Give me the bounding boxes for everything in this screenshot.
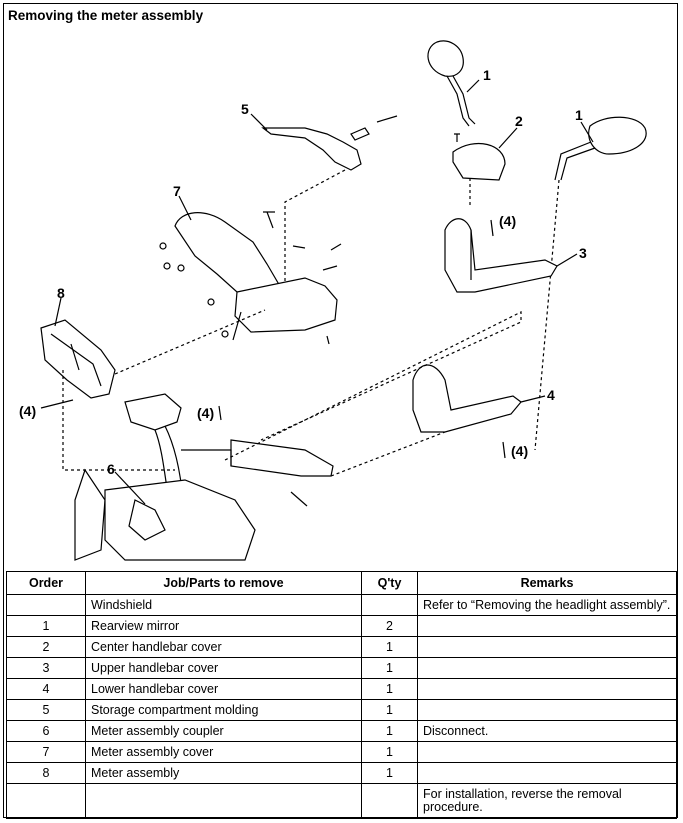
table-row: 3 Upper handlebar cover 1 — [6, 657, 677, 679]
row-order: 6 — [6, 720, 86, 742]
table-header-row: Order Job/Parts to remove Q'ty Remarks — [6, 571, 677, 595]
parts-table: Order Job/Parts to remove Q'ty Remarks W… — [6, 571, 677, 819]
callout-5: 5 — [241, 101, 249, 117]
row-job: Lower handlebar cover — [85, 678, 362, 700]
lower-handlebar-cover — [412, 364, 522, 459]
row-job: Storage compartment molding — [85, 699, 362, 721]
row-job — [85, 783, 362, 819]
row-remarks — [417, 678, 677, 700]
table-row: For installation, reverse the removal pr… — [6, 783, 677, 819]
row-remarks — [417, 699, 677, 721]
row-remarks — [417, 762, 677, 784]
row-remarks — [417, 636, 677, 658]
installation-note: For installation, reverse the removal pr… — [423, 787, 622, 814]
qty-callout-handlebar: (4) — [197, 405, 214, 421]
rearview-mirror-right — [534, 116, 647, 451]
row-remarks — [417, 657, 677, 679]
rearview-mirror-left — [427, 40, 476, 127]
row-qty: 2 — [361, 615, 418, 637]
table-row: 6 Meter assembly coupler 1 Disconnect. — [6, 720, 677, 742]
row-order: 5 — [6, 699, 86, 721]
row-order — [6, 594, 86, 616]
callout-8: 8 — [57, 285, 65, 301]
storage-compartment-molding — [261, 115, 398, 330]
row-qty: 1 — [361, 720, 418, 742]
row-qty — [361, 783, 418, 819]
center-handlebar-cover — [452, 133, 506, 205]
row-qty: 1 — [361, 657, 418, 679]
header-job: Job/Parts to remove — [85, 571, 362, 595]
row-job: Center handlebar cover — [85, 636, 362, 658]
row-order — [6, 783, 86, 819]
row-order: 7 — [6, 741, 86, 763]
table-row: 4 Lower handlebar cover 1 — [6, 678, 677, 700]
upper-handlebar-cover — [444, 218, 558, 293]
handlebar-assembly — [74, 311, 522, 561]
callout-6: 6 — [107, 461, 115, 477]
row-qty: 1 — [361, 636, 418, 658]
row-qty: 1 — [361, 762, 418, 784]
qty-callout-meter: (4) — [19, 403, 36, 419]
row-order: 8 — [6, 762, 86, 784]
qty-callout-upper: (4) — [499, 213, 516, 229]
row-qty: 1 — [361, 699, 418, 721]
table-row: 5 Storage compartment molding 1 — [6, 699, 677, 721]
callout-1a: 1 — [483, 67, 491, 83]
row-remarks — [417, 615, 677, 637]
row-job: Windshield — [85, 594, 362, 616]
meter-assembly — [40, 309, 266, 471]
row-remarks: For installation, reverse the removal pr… — [417, 783, 677, 819]
table-row: 7 Meter assembly cover 1 — [6, 741, 677, 763]
row-remarks: Refer to “Removing the headlight assembl… — [417, 594, 677, 616]
row-order: 3 — [6, 657, 86, 679]
qty-callout-lower: (4) — [511, 443, 528, 459]
table-row: 8 Meter assembly 1 — [6, 762, 677, 784]
row-job: Rearview mirror — [85, 615, 362, 637]
row-order: 4 — [6, 678, 86, 700]
manual-page: Removing the meter assembly — [3, 3, 678, 819]
header-remarks: Remarks — [417, 571, 677, 595]
row-order: 2 — [6, 636, 86, 658]
exploded-diagram: 1 2 1 3 4 5 7 8 6 (4) (4) (4) (4) — [5, 30, 678, 570]
row-qty: 1 — [361, 678, 418, 700]
table-row: 2 Center handlebar cover 1 — [6, 636, 677, 658]
row-qty: 1 — [361, 741, 418, 763]
row-remarks: Disconnect. — [417, 720, 677, 742]
table-row: Windshield Refer to “Removing the headli… — [6, 594, 677, 616]
callout-7: 7 — [173, 183, 181, 199]
row-qty — [361, 594, 418, 616]
callout-3: 3 — [579, 245, 587, 261]
row-job: Upper handlebar cover — [85, 657, 362, 679]
callout-4: 4 — [547, 387, 555, 403]
meter-assembly-cover — [159, 211, 342, 345]
callout-1b: 1 — [575, 107, 583, 123]
row-remarks — [417, 741, 677, 763]
callout-2: 2 — [515, 113, 523, 129]
header-qty: Q'ty — [361, 571, 418, 595]
row-order: 1 — [6, 615, 86, 637]
header-order: Order — [6, 571, 86, 595]
row-job: Meter assembly coupler — [85, 720, 362, 742]
section-title: Removing the meter assembly — [8, 8, 204, 23]
row-job: Meter assembly cover — [85, 741, 362, 763]
row-job: Meter assembly — [85, 762, 362, 784]
table-row: 1 Rearview mirror 2 — [6, 615, 677, 637]
